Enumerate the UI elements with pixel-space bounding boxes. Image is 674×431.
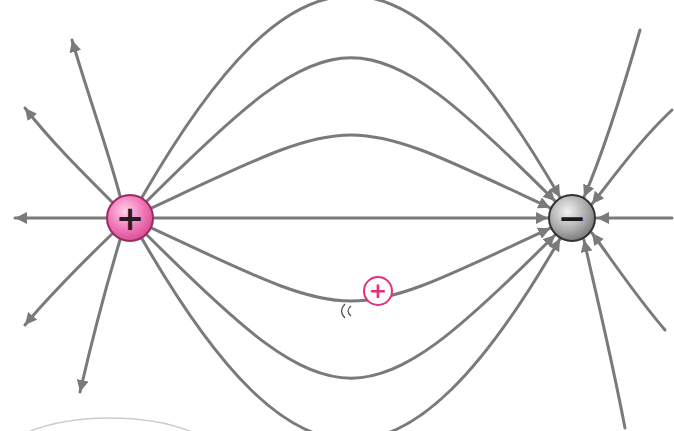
outward-field-lines	[15, 40, 120, 392]
field-line	[147, 58, 555, 201]
field-line	[152, 228, 550, 301]
inward-field-lines	[584, 30, 672, 428]
field-line	[142, 239, 560, 431]
charge-sign: −	[558, 201, 587, 235]
field-line	[154, 217, 548, 220]
negative-charge: −	[548, 194, 596, 242]
charge-sign: +	[116, 201, 145, 235]
motion-marks	[342, 304, 352, 318]
field-line	[147, 235, 555, 378]
test-charge: +	[363, 276, 393, 306]
field-line	[142, 0, 560, 197]
field-line	[152, 135, 550, 208]
charge-sign: +	[369, 280, 387, 302]
positive-charge: +	[106, 194, 154, 242]
faint-circle	[0, 418, 230, 431]
